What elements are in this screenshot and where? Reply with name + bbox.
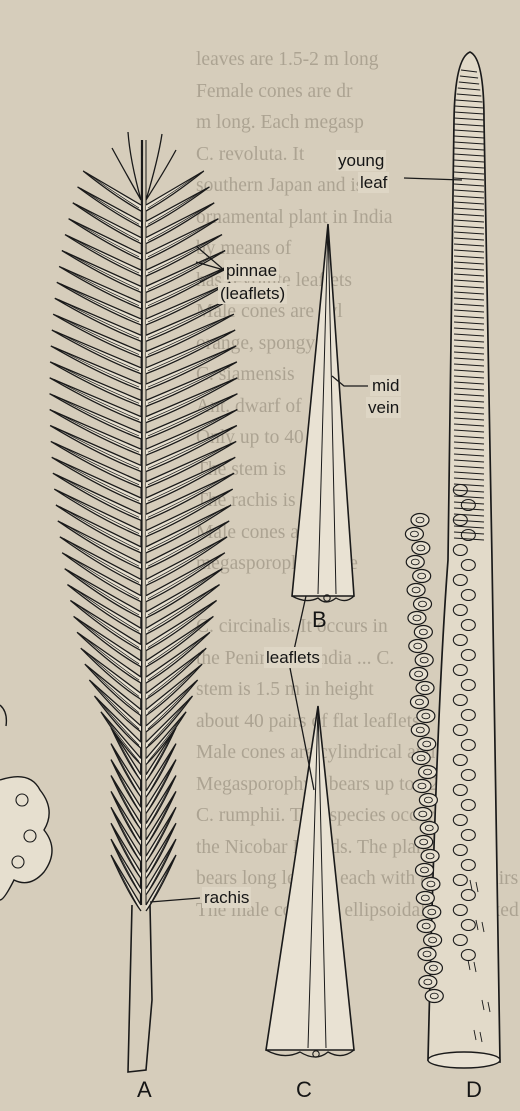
figure-letter-a: A	[137, 1077, 152, 1103]
partial-cone-drawing	[0, 705, 52, 900]
circinate-coil	[415, 836, 433, 849]
cone-fragment	[0, 705, 6, 726]
circinate-coil	[424, 962, 442, 975]
circinate-coil	[417, 920, 435, 933]
label-pinnae-leaflets: (leaflets)	[218, 283, 287, 304]
circinate-coil	[406, 556, 424, 569]
circinate-coil	[416, 864, 434, 877]
leaflet-c-blade	[266, 706, 354, 1050]
circinate-coil	[408, 612, 426, 625]
circinate-coil	[419, 766, 437, 779]
circinate-coil	[413, 570, 431, 583]
circinate-coil	[419, 976, 437, 989]
circinate-coil	[421, 850, 439, 863]
label-mid: mid	[370, 375, 401, 396]
figure-letter-b: B	[312, 607, 327, 633]
circinate-coil	[417, 710, 435, 723]
leaflet-c-section	[266, 1050, 354, 1057]
circinate-coil	[414, 598, 432, 611]
circinate-coil	[422, 878, 440, 891]
rachis-leader	[150, 898, 200, 902]
circinate-coil	[411, 514, 429, 527]
circinate-coil	[410, 696, 428, 709]
figure-letter-c: C	[296, 1077, 312, 1103]
circinate-coil	[405, 528, 423, 541]
circinate-coil	[410, 668, 428, 681]
label-leaf: leaf	[358, 172, 389, 193]
leaflet-b-section	[292, 596, 354, 602]
circinate-coil	[409, 640, 427, 653]
label-rachis: rachis	[202, 887, 251, 908]
circinate-coil	[420, 822, 438, 835]
leaf-a-drawing	[50, 132, 238, 1072]
circinate-coil	[411, 724, 429, 737]
circinate-coil	[412, 542, 430, 555]
leaflets-leader-c	[290, 668, 314, 790]
circinate-coil	[412, 752, 430, 765]
label-young: young	[336, 150, 386, 171]
young-leaf-cut-base	[428, 1052, 500, 1068]
circinate-coil	[425, 990, 443, 1003]
circinate-coil	[416, 892, 434, 905]
circinate-coil	[414, 626, 432, 639]
leaflet-c-drawing	[266, 706, 354, 1057]
circinate-coil	[424, 934, 442, 947]
circinate-coil	[407, 584, 425, 597]
leaflet-c-vein-section	[313, 1051, 319, 1057]
figure-letter-d: D	[466, 1077, 482, 1103]
circinate-coil	[419, 794, 437, 807]
label-pinnae: pinnae	[224, 260, 279, 281]
circinate-coil	[414, 808, 432, 821]
petiole-outline	[128, 905, 152, 1072]
circinate-coil	[413, 780, 431, 793]
label-vein: vein	[366, 397, 401, 418]
young-leaf-d-drawing	[405, 52, 500, 1068]
leaflet-b-drawing	[292, 224, 354, 602]
label-leaflets: leaflets	[264, 647, 322, 668]
circinate-coil	[415, 654, 433, 667]
circinate-coil	[418, 738, 436, 751]
circinate-coil	[418, 948, 436, 961]
circinate-coil	[416, 682, 434, 695]
circinate-coil	[423, 906, 441, 919]
frond-tip	[112, 132, 176, 200]
